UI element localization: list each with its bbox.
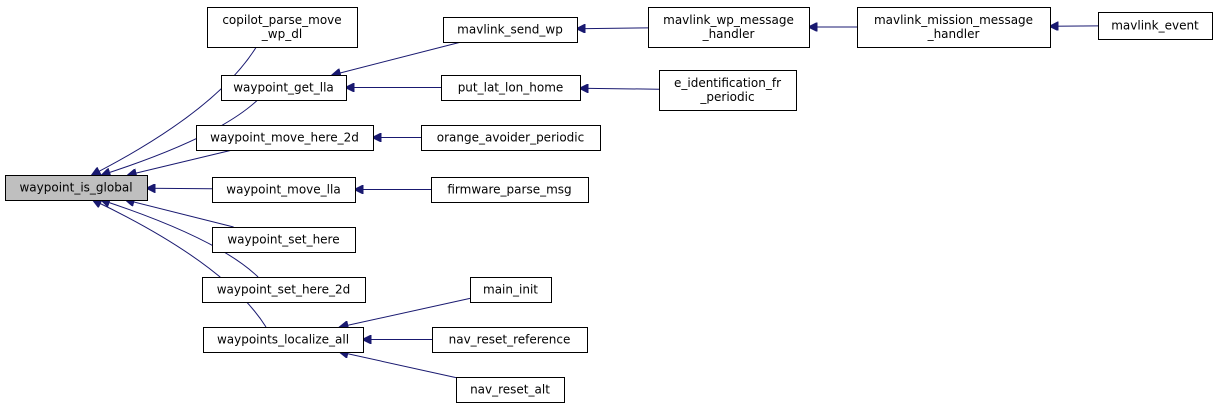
node-box	[212, 177, 356, 203]
node-waypoints_localize_all[interactable]: waypoints_localize_all	[203, 327, 364, 353]
node-label: put_lat_lon_home	[458, 81, 564, 95]
node-copilot_parse_move_wp_dl[interactable]: copilot_parse_move_wp_dl	[207, 7, 358, 48]
edge-mavlink_send_wp-to-waypoint_get_lla	[332, 41, 462, 75]
node-label: mavlink_wp_message	[663, 13, 794, 27]
nodes: waypoint_is_global copilot_parse_move_wp_…	[5, 7, 1213, 403]
edges	[92, 26, 1099, 379]
node-waypoint_get_lla[interactable]: waypoint_get_lla	[221, 75, 347, 101]
node-box	[857, 7, 1051, 48]
edge-waypoint_set_here-to-waypoint_is_global	[126, 200, 234, 228]
node-box	[202, 277, 366, 303]
node-label: waypoint_is_global	[19, 181, 132, 195]
node-box	[441, 75, 581, 101]
node-waypoint_is_global[interactable]: waypoint_is_global	[5, 175, 148, 201]
node-firmware_parse_msg[interactable]: firmware_parse_msg	[431, 177, 589, 203]
edge-nav_reset_alt-to-waypoints_localize_all	[340, 352, 457, 379]
node-mavlink_send_wp[interactable]: mavlink_send_wp	[443, 17, 578, 43]
node-orange_avoider_periodic[interactable]: orange_avoider_periodic	[421, 125, 601, 151]
edge-waypoint_set_here_2d-to-waypoint_is_global	[101, 200, 259, 278]
node-box	[659, 70, 797, 111]
node-main_init[interactable]: main_init	[470, 277, 552, 303]
node-label: main_init	[483, 283, 538, 297]
node-label: waypoint_get_lla	[233, 81, 334, 95]
node-waypoint_move_lla[interactable]: waypoint_move_lla	[212, 177, 356, 203]
edge-mavlink_wp_message_handler-to-mavlink_send_wp	[577, 28, 649, 29]
node-nav_reset_reference[interactable]: nav_reset_reference	[432, 327, 588, 353]
node-box	[431, 177, 589, 203]
node-waypoint_set_here[interactable]: waypoint_set_here	[212, 227, 356, 253]
node-label: mavlink_event	[1111, 19, 1199, 33]
node-mavlink_mission_message_handler[interactable]: mavlink_mission_message_handler	[857, 7, 1051, 48]
node-box	[203, 327, 364, 353]
node-mavlink_event[interactable]: mavlink_event	[1098, 12, 1213, 40]
node-box	[207, 7, 358, 48]
edge-copilot_parse_move_wp_dl-to-waypoint_is_global	[92, 46, 257, 175]
node-label: mavlink_mission_message	[874, 13, 1033, 27]
edge-waypoint_move_lla-to-waypoint_is_global	[147, 188, 213, 189]
node-nav_reset_alt[interactable]: nav_reset_alt	[456, 377, 565, 403]
node-label: copilot_parse_move	[222, 13, 341, 27]
node-mavlink_wp_message_handler[interactable]: mavlink_wp_message_handler	[648, 7, 810, 48]
node-label: _handler	[927, 27, 980, 41]
node-put_lat_lon_home[interactable]: put_lat_lon_home	[441, 75, 581, 101]
node-box	[196, 125, 374, 151]
edge-main_init-to-waypoints_localize_all	[340, 297, 471, 327]
node-box	[421, 125, 601, 151]
node-box	[212, 227, 356, 253]
node-label: waypoint_move_lla	[226, 183, 340, 197]
node-label: e_identification_fr	[674, 76, 781, 90]
node-box	[5, 175, 148, 201]
edge-waypoints_localize_all-to-waypoint_is_global	[93, 200, 267, 328]
node-waypoint_set_here_2d[interactable]: waypoint_set_here_2d	[202, 277, 366, 303]
node-box	[648, 7, 810, 48]
node-box	[432, 327, 588, 353]
node-label: orange_avoider_periodic	[437, 131, 584, 145]
node-waypoint_move_here_2d[interactable]: waypoint_move_here_2d	[196, 125, 374, 151]
node-label: nav_reset_alt	[470, 383, 550, 397]
node-label: waypoint_set_here_2d	[217, 283, 351, 297]
node-label: _wp_dl	[261, 27, 302, 41]
node-e_identification_fr_periodic[interactable]: e_identification_fr_periodic	[659, 70, 797, 111]
edge-e_identification_fr_periodic-to-put_lat_lon_home	[580, 88, 660, 89]
node-label: waypoints_localize_all	[217, 333, 349, 347]
node-box	[443, 17, 578, 43]
edge-waypoint_move_here_2d-to-waypoint_is_global	[128, 149, 233, 175]
node-box	[470, 277, 552, 303]
node-label: waypoint_set_here	[227, 233, 339, 247]
node-label: _periodic	[699, 90, 754, 104]
node-label: mavlink_send_wp	[457, 23, 563, 37]
node-label: firmware_parse_msg	[447, 183, 571, 197]
node-label: nav_reset_reference	[449, 333, 571, 347]
node-label: _handler	[702, 27, 755, 41]
node-box	[1098, 12, 1213, 40]
node-box	[221, 75, 347, 101]
node-box	[456, 377, 565, 403]
node-label: waypoint_move_here_2d	[210, 131, 359, 145]
